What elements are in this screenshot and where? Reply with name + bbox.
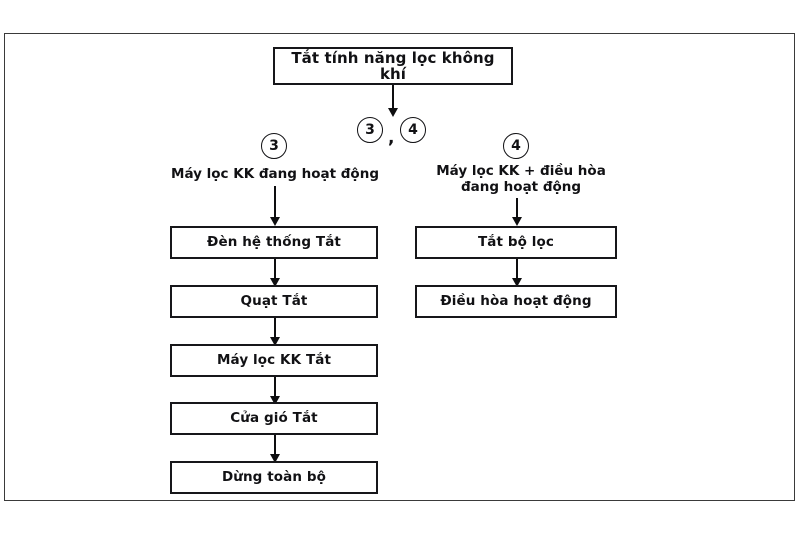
node-left-step-1: Đèn hệ thống Tắt [170, 226, 378, 259]
node-left-step-5: Dừng toàn bộ [170, 461, 378, 494]
node-label: Máy lọc KK Tắt [216, 352, 332, 369]
node-label: Quạt Tắt [240, 293, 308, 310]
marker-center-3: 3 [357, 117, 383, 143]
arrowhead-left-step3-to-step4 [270, 396, 280, 405]
connector-right-caption-to-step1 [516, 198, 518, 220]
connector-title-to-split [392, 85, 394, 111]
node-left-step-3: Máy lọc KK Tắt [170, 344, 378, 377]
connector-left-caption-to-step1 [274, 186, 276, 220]
node-label: Đèn hệ thống Tắt [207, 234, 341, 251]
diagram-outer-frame [4, 33, 795, 501]
connector-left-step2-to-step3 [274, 318, 276, 342]
arrowhead-right-step1-to-step2 [512, 278, 522, 287]
node-label: Điều hòa hoạt động [440, 293, 592, 310]
branch-right-caption: Máy lọc KK + điều hòa đang hoạt động [436, 163, 606, 196]
node-label: Cửa gió Tắt [230, 410, 318, 427]
node-left-step-2: Quạt Tắt [170, 285, 378, 318]
marker-branch-left-3: 3 [261, 133, 287, 159]
branch-left-caption: Máy lọc KK đang hoạt động [171, 166, 379, 182]
connector-left-step1-to-step2 [274, 259, 276, 283]
connector-left-step3-to-step4 [274, 377, 276, 401]
marker-center-3-label: 3 [365, 122, 375, 138]
node-turn-off-air-filter: Tắt tính năng lọc không khí [273, 47, 513, 85]
node-label: Tắt bộ lọc [477, 234, 554, 251]
node-label: Dừng toàn bộ [221, 469, 327, 486]
connector-right-step1-to-step2 [516, 259, 518, 283]
arrowhead-left-caption-to-step1 [270, 217, 280, 226]
node-left-step-4: Cửa gió Tắt [170, 402, 378, 435]
marker-center-4-label: 4 [408, 122, 418, 138]
arrowhead-right-caption-to-step1 [512, 217, 522, 226]
arrowhead-left-step2-to-step3 [270, 337, 280, 346]
connector-left-step4-to-step5 [274, 435, 276, 459]
node-right-step-1: Tắt bộ lọc [415, 226, 617, 259]
node-right-step-2: Điều hòa hoạt động [415, 285, 617, 318]
marker-center-separator: , [388, 128, 395, 148]
marker-branch-right-label: 4 [511, 138, 521, 154]
marker-branch-right-4: 4 [503, 133, 529, 159]
arrowhead-title-to-split [388, 108, 398, 117]
marker-branch-left-label: 3 [269, 138, 279, 154]
marker-center-4: 4 [400, 117, 426, 143]
node-label: Tắt tính năng lọc không khí [291, 48, 495, 83]
arrowhead-left-step1-to-step2 [270, 278, 280, 287]
arrowhead-left-step4-to-step5 [270, 454, 280, 463]
